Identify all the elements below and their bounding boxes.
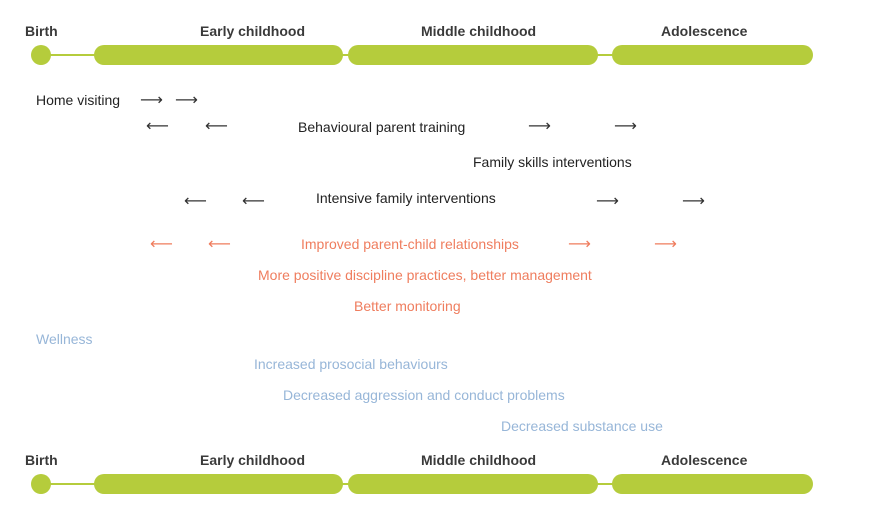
left-arrow-icon: ⟵ [208,236,231,253]
bottom-label-middle-childhood: Middle childhood [421,452,537,468]
right-arrow-icon: ⟶ [528,118,551,135]
right-arrow-icon: ⟶ [614,118,637,135]
top-label-adolescence: Adolescence [661,23,748,39]
top-connector-1 [342,54,350,56]
improved-relationships-label: Improved parent-child relationships [301,236,519,252]
bottom-middle-childhood-bar [348,474,598,494]
bottom-label-birth: Birth [25,452,58,468]
decreased-aggression-label: Decreased aggression and conduct problem… [283,387,565,403]
top-label-birth: Birth [25,23,58,39]
top-birth-connector [50,54,96,56]
right-arrow-icon: ⟶ [596,193,619,210]
right-arrow-icon: ⟶ [654,236,677,253]
wellness-label: Wellness [36,331,93,347]
bottom-adolescence-bar [612,474,813,494]
behavioural-parent-training-label: Behavioural parent training [298,119,466,135]
bottom-label-early-childhood: Early childhood [200,452,306,468]
positive-discipline-label: More positive discipline practices, bett… [258,267,592,283]
right-arrow-icon: ⟶ [140,92,163,109]
decreased-substance-use-label: Decreased substance use [501,418,663,434]
left-arrow-icon: ⟵ [146,118,169,135]
bottom-birth-connector [50,483,96,485]
top-middle-childhood-bar [348,45,598,65]
bottom-label-adolescence: Adolescence [661,452,748,468]
family-skills-label: Family skills interventions [473,154,632,170]
top-connector-2 [597,54,614,56]
bottom-birth-dot [31,474,51,494]
left-arrow-icon: ⟵ [242,193,265,210]
left-arrow-icon: ⟵ [205,118,228,135]
right-arrow-icon: ⟶ [568,236,591,253]
intensive-family-label: Intensive family interventions [316,190,496,206]
top-early-childhood-bar [94,45,343,65]
prosocial-behaviours-label: Increased prosocial behaviours [254,356,448,372]
left-arrow-icon: ⟵ [184,193,207,210]
top-birth-dot [31,45,51,65]
top-label-early-childhood: Early childhood [200,23,306,39]
home-visiting-label: Home visiting [36,92,121,108]
right-arrow-icon: ⟶ [682,193,705,210]
better-monitoring-label: Better monitoring [354,298,461,314]
bottom-early-childhood-bar [94,474,343,494]
right-arrow-icon: ⟶ [175,92,198,109]
top-adolescence-bar [612,45,813,65]
bottom-connector-1 [342,483,350,485]
top-label-middle-childhood: Middle childhood [421,23,537,39]
bottom-connector-2 [597,483,614,485]
left-arrow-icon: ⟵ [150,236,173,253]
